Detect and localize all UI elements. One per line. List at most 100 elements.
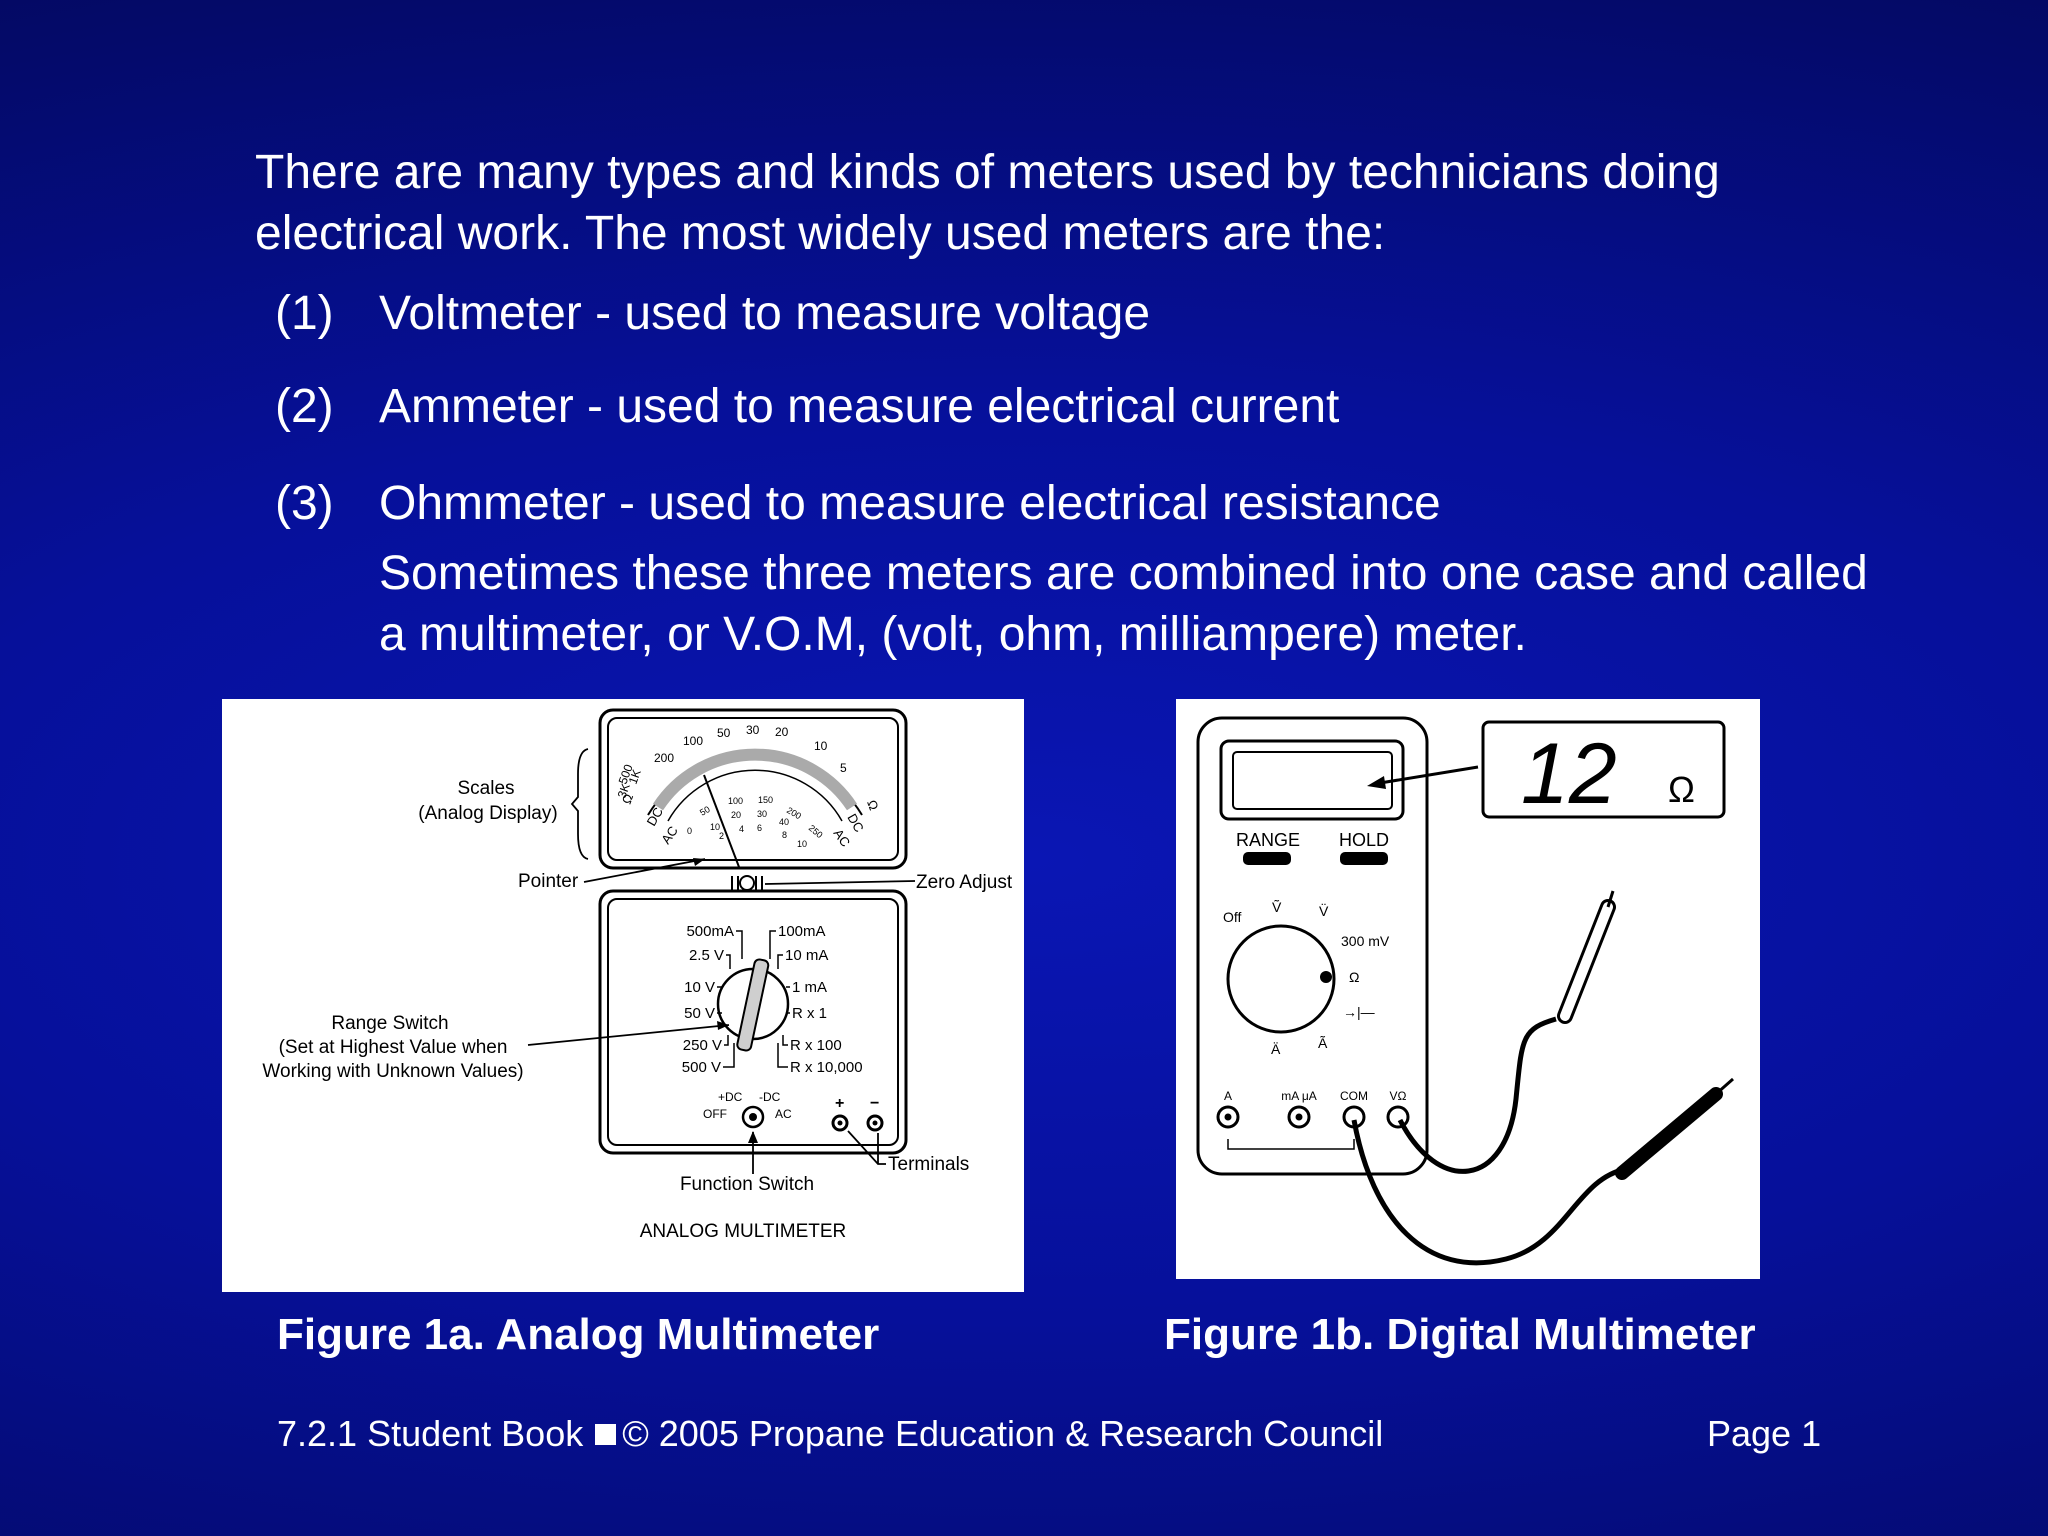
svg-text:6: 6 — [757, 823, 762, 833]
analog-multimeter-figure: 500 1K 3K 200 100 50 30 20 10 5 100 150 … — [222, 699, 1024, 1292]
svg-text:mA μA: mA μA — [1281, 1089, 1317, 1103]
svg-text:500mA: 500mA — [686, 923, 734, 940]
svg-text:50: 50 — [717, 726, 731, 740]
svg-text:10: 10 — [710, 822, 720, 832]
svg-text:R x 10,000: R x 10,000 — [790, 1059, 863, 1076]
range-button-label: RANGE — [1236, 830, 1300, 850]
svg-text:→|—: →|— — [1343, 1004, 1375, 1020]
jack-labels: A mA μA COM VΩ — [1224, 1089, 1407, 1103]
svg-text:10: 10 — [797, 839, 807, 849]
list-number: (1) — [275, 287, 334, 340]
list-number: (2) — [275, 380, 334, 433]
svg-text:30: 30 — [757, 809, 767, 819]
jack-v-ohm — [1386, 1105, 1410, 1129]
footer-copyright: © 2005 Propane Education & Research Coun… — [622, 1413, 1384, 1454]
svg-text:5: 5 — [840, 761, 847, 775]
lcd-screen — [1232, 751, 1393, 810]
function-dial — [1226, 924, 1336, 1034]
svg-text:100: 100 — [728, 796, 743, 806]
svg-text:500 V: 500 V — [682, 1059, 721, 1076]
svg-text:150: 150 — [758, 795, 773, 805]
com-lead-wire — [1351, 1119, 1627, 1266]
svg-text:100mA: 100mA — [778, 923, 826, 940]
scales-label: Scales — [457, 778, 514, 799]
list-item-ohmmeter: (3) Ohmmeter - used to measure electrical… — [275, 473, 1441, 534]
display-unit: Ω — [1668, 769, 1695, 810]
svg-text:30: 30 — [746, 723, 760, 737]
svg-text:250 V: 250 V — [683, 1037, 722, 1054]
svg-text:VΩ: VΩ — [1390, 1089, 1407, 1103]
svg-text:0: 0 — [687, 826, 692, 836]
footer-separator-square — [595, 1424, 617, 1445]
svg-text:R x 100: R x 100 — [790, 1037, 842, 1054]
svg-text:8: 8 — [782, 830, 787, 840]
hold-button — [1340, 852, 1388, 865]
com-probe — [1615, 1087, 1723, 1180]
svg-text:4: 4 — [739, 824, 744, 834]
svg-text:50: 50 — [698, 804, 712, 818]
analog-multimeter-title: ANALOG MULTIMETER — [640, 1221, 847, 1242]
terminals-label: Terminals — [888, 1154, 969, 1175]
svg-text:Ṽ: Ṽ — [1272, 899, 1282, 915]
zero-adjust-label: Zero Adjust — [916, 872, 1013, 893]
multimeter-note: Sometimes these three meters are combine… — [379, 547, 1868, 661]
list-text: Ohmmeter - used to measure electrical re… — [379, 477, 1441, 530]
svg-text:COM: COM — [1340, 1089, 1368, 1103]
svg-text:V̈: V̈ — [1319, 903, 1329, 919]
svg-text:50 V: 50 V — [684, 1005, 715, 1022]
pointer-label: Pointer — [518, 871, 579, 892]
figure-1b-caption: Figure 1b. Digital Multimeter — [1164, 1310, 1756, 1359]
list-number: (3) — [275, 477, 334, 530]
digital-multimeter-drawing: 12 Ω RANGE HOLD Off Ṽ V̈ 300 mV Ω →|— Ä … — [1196, 716, 1734, 1266]
digital-multimeter-figure: 12 Ω RANGE HOLD Off Ṽ V̈ 300 mV Ω →|— Ä … — [1176, 699, 1760, 1279]
svg-text:OFF: OFF — [703, 1107, 727, 1121]
svg-text:AC: AC — [775, 1107, 792, 1121]
display-reading: 12 — [1521, 726, 1617, 822]
svg-text:+DC: +DC — [718, 1090, 743, 1104]
svg-text:2.5 V: 2.5 V — [689, 947, 724, 964]
list-item-voltmeter: (1) Voltmeter - used to measure voltage — [275, 283, 1150, 344]
hold-button-label: HOLD — [1339, 830, 1389, 850]
range-button — [1243, 852, 1291, 865]
zero-adjust-knob — [739, 875, 755, 891]
svg-text:40: 40 — [779, 817, 789, 827]
range-switch-knob — [736, 958, 770, 1052]
list-text: Voltmeter - used to measure voltage — [379, 287, 1151, 340]
callout-labels: Scales (Analog Display) Pointer Zero Adj… — [262, 778, 1012, 1242]
function-switch-label: Function Switch — [680, 1174, 814, 1195]
svg-text:500: 500 — [616, 762, 636, 786]
svg-text:Ã: Ã — [1318, 1035, 1328, 1051]
range-switch-sublabel-1: (Set at Highest Value when — [279, 1037, 508, 1058]
svg-text:10 mA: 10 mA — [785, 947, 828, 964]
v-lead-wire — [1397, 1016, 1557, 1174]
list-text: Ammeter - used to measure electrical cur… — [379, 380, 1340, 433]
svg-text:Ä: Ä — [1271, 1041, 1281, 1057]
svg-text:Off: Off — [1223, 909, 1242, 925]
figure-1a-caption: Figure 1a. Analog Multimeter — [277, 1310, 880, 1359]
v-probe — [1560, 902, 1613, 1021]
svg-text:300 mV: 300 mV — [1341, 933, 1390, 949]
intro-paragraph: There are many types and kinds of meters… — [255, 146, 1720, 260]
range-switch-sublabel-2: Working with Unknown Values) — [262, 1061, 523, 1082]
svg-text:1 mA: 1 mA — [792, 979, 827, 996]
svg-text:Ω: Ω — [1349, 969, 1359, 985]
function-switch-labels: +DC -DC OFF AC — [703, 1090, 792, 1121]
svg-text:3K: 3K — [615, 781, 633, 800]
list-item-ammeter: (2) Ammeter - used to measure electrical … — [275, 376, 1339, 437]
svg-text:100: 100 — [683, 734, 703, 748]
range-dial-right-labels: 100mA 10 mA 1 mA R x 1 R x 100 R x 10,00… — [778, 923, 863, 1076]
range-dial-left-labels: 500mA 2.5 V 10 V 50 V 250 V 500 V — [682, 923, 734, 1076]
footer-page-number: Page 1 — [1707, 1413, 1822, 1454]
scale-top-numbers: 500 1K 3K 200 100 50 30 20 10 5 — [615, 723, 847, 800]
dial-labels: Off Ṽ V̈ 300 mV Ω →|— Ä Ã — [1223, 899, 1390, 1057]
range-switch-label: Range Switch — [331, 1013, 448, 1034]
svg-text:-DC: -DC — [759, 1090, 781, 1104]
footer-left: 7.2.1 Student Book © 2005 Propane Educati… — [277, 1410, 1383, 1458]
svg-text:R x 1: R x 1 — [792, 1005, 827, 1022]
svg-text:20: 20 — [775, 725, 789, 739]
zoomed-display — [1481, 720, 1726, 819]
svg-text:20: 20 — [731, 810, 741, 820]
svg-text:10: 10 — [814, 739, 828, 753]
svg-text:2: 2 — [719, 831, 724, 841]
footer-book-label: 7.2.1 Student Book — [277, 1413, 584, 1454]
